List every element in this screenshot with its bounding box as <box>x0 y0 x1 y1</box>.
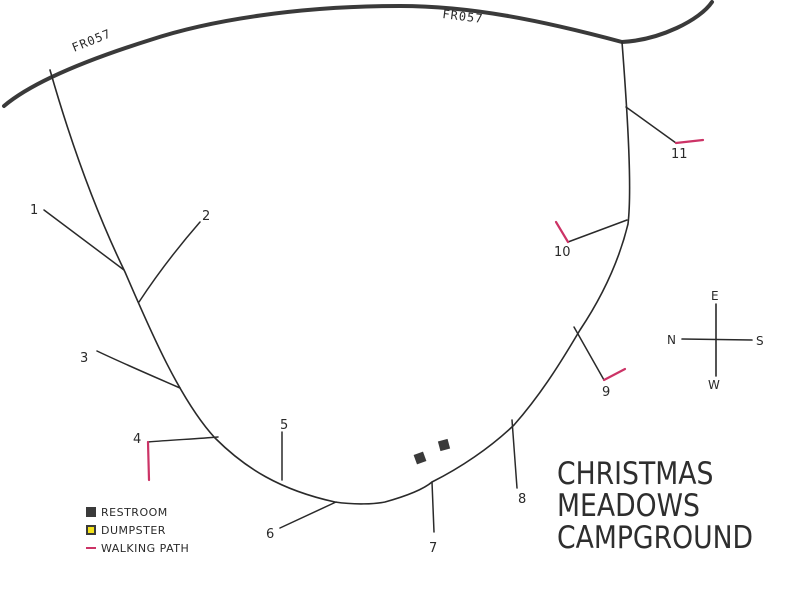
site-label-6: 6 <box>266 527 274 542</box>
legend-item-walking-path: WALKING PATH <box>86 539 189 557</box>
site-spur-7 <box>431 481 435 533</box>
walking-path-site-11 <box>674 138 705 145</box>
compass-label-right: S <box>756 334 764 348</box>
site-spur-10 <box>567 219 628 243</box>
site-spur-4 <box>147 436 219 443</box>
legend-item-dumpster: DUMPSTER <box>86 521 189 539</box>
map-title: CHRISTMAS MEADOWS CAMPGROUND <box>557 458 753 554</box>
site-spur-11 <box>625 106 677 144</box>
restroom-marker-2 <box>437 438 451 452</box>
site-spur-3 <box>96 350 181 389</box>
site-spur-9 <box>573 326 605 381</box>
title-line-1: CHRISTMAS <box>557 456 714 492</box>
site-label-8: 8 <box>518 492 526 507</box>
road-label-fr057-right: FR057 <box>442 7 485 26</box>
site-spur-6 <box>279 501 337 529</box>
compass-rose: E W N S <box>667 289 764 392</box>
compass-ns-axis <box>681 338 753 341</box>
site-spur-1 <box>43 209 125 271</box>
restroom-swatch-icon <box>86 507 96 517</box>
title-line-3: CAMPGROUND <box>557 520 754 556</box>
site-label-11: 11 <box>671 147 688 162</box>
legend-label-dumpster: DUMPSTER <box>101 523 166 537</box>
road-label-fr057-left: FR057 <box>70 26 113 54</box>
forest-road-fr057 <box>2 0 714 108</box>
legend-item-restroom: RESTROOM <box>86 503 189 521</box>
compass-label-top: E <box>711 289 719 303</box>
site-label-10: 10 <box>554 245 571 260</box>
site-label-2: 2 <box>202 209 210 224</box>
compass-label-left: N <box>667 333 676 347</box>
walking-path-site-9 <box>602 367 627 382</box>
legend-label-walking-path: WALKING PATH <box>101 541 190 555</box>
site-label-9: 9 <box>602 385 610 400</box>
restroom-marker-1 <box>413 451 427 465</box>
walking-path-site-10 <box>554 220 570 244</box>
site-label-3: 3 <box>80 351 88 366</box>
walking-path-swatch-icon <box>86 547 96 549</box>
site-label-7: 7 <box>429 541 437 556</box>
site-label-1: 1 <box>30 203 38 218</box>
site-label-5: 5 <box>280 418 288 433</box>
map-legend: RESTROOM DUMPSTER WALKING PATH <box>86 503 189 557</box>
legend-label-restroom: RESTROOM <box>101 505 168 519</box>
site-spur-8 <box>511 419 518 489</box>
campground-loop-road <box>49 41 631 505</box>
dumpster-swatch-icon <box>86 525 96 535</box>
site-spur-2 <box>138 221 201 303</box>
title-line-2: MEADOWS <box>557 488 700 524</box>
site-label-4: 4 <box>133 432 141 447</box>
walking-path-site-4 <box>146 440 151 482</box>
compass-label-bottom: W <box>708 378 720 392</box>
